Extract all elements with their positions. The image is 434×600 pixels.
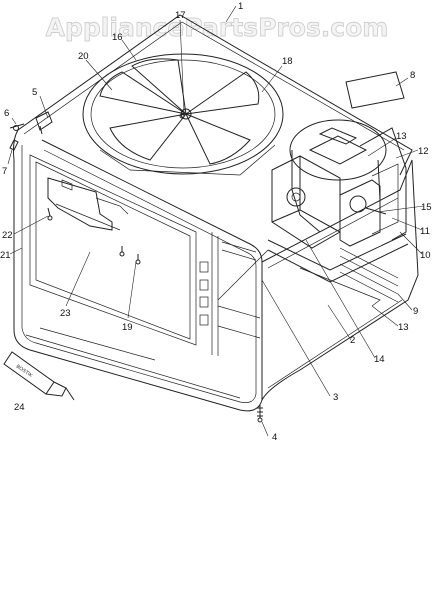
side-screw bbox=[9, 139, 19, 151]
callout-21: 21 bbox=[0, 250, 11, 261]
cabinet-housing bbox=[13, 14, 419, 412]
callout-7: 7 bbox=[2, 166, 7, 177]
callout-9: 9 bbox=[413, 306, 418, 317]
callout-8: 8 bbox=[410, 70, 415, 81]
leader-lines bbox=[7, 5, 425, 437]
site-watermark: AppliancePartsPros.com bbox=[46, 13, 389, 42]
callout-24: 24 bbox=[14, 402, 25, 413]
louver-vents bbox=[339, 247, 399, 303]
callout-4: 4 bbox=[272, 432, 277, 443]
callout-12: 12 bbox=[418, 146, 429, 157]
motor bbox=[339, 179, 387, 247]
callout-labels: 1 2 3 4 5 6 7 8 9 10 11 12 13 13 14 15 1… bbox=[0, 1, 432, 443]
mounting-screws bbox=[47, 207, 141, 265]
hanger-screw bbox=[9, 123, 25, 131]
motor-mount-bracket bbox=[271, 127, 368, 249]
control-panel bbox=[47, 177, 129, 231]
callout-16: 16 bbox=[112, 32, 123, 43]
callout-17: 17 bbox=[175, 10, 186, 21]
callout-11: 11 bbox=[420, 226, 430, 237]
callout-23: 23 bbox=[60, 308, 71, 319]
fan-shroud bbox=[82, 53, 284, 176]
callout-19: 19 bbox=[122, 322, 133, 333]
top-bracket bbox=[35, 111, 53, 135]
callout-10: 10 bbox=[420, 250, 431, 261]
callout-15: 15 bbox=[421, 202, 432, 213]
callout-18: 18 bbox=[282, 56, 293, 67]
control-box bbox=[359, 127, 407, 241]
leveling-foot bbox=[257, 405, 263, 423]
callout-13-bottom: 13 bbox=[398, 322, 409, 333]
callout-20: 20 bbox=[78, 51, 89, 62]
callout-14: 14 bbox=[374, 354, 385, 365]
callout-13-top: 13 bbox=[396, 131, 407, 142]
callout-6: 6 bbox=[4, 108, 9, 119]
callout-2: 2 bbox=[350, 335, 355, 346]
blower-wheel-shaft bbox=[179, 113, 185, 119]
callout-1: 1 bbox=[238, 1, 243, 12]
manual-card bbox=[345, 71, 405, 109]
base-pan bbox=[217, 233, 409, 307]
callout-3: 3 bbox=[333, 392, 338, 403]
callout-5: 5 bbox=[32, 87, 37, 98]
blower-housing bbox=[289, 119, 387, 233]
callout-22: 22 bbox=[2, 230, 13, 241]
fan-blade bbox=[99, 58, 260, 165]
